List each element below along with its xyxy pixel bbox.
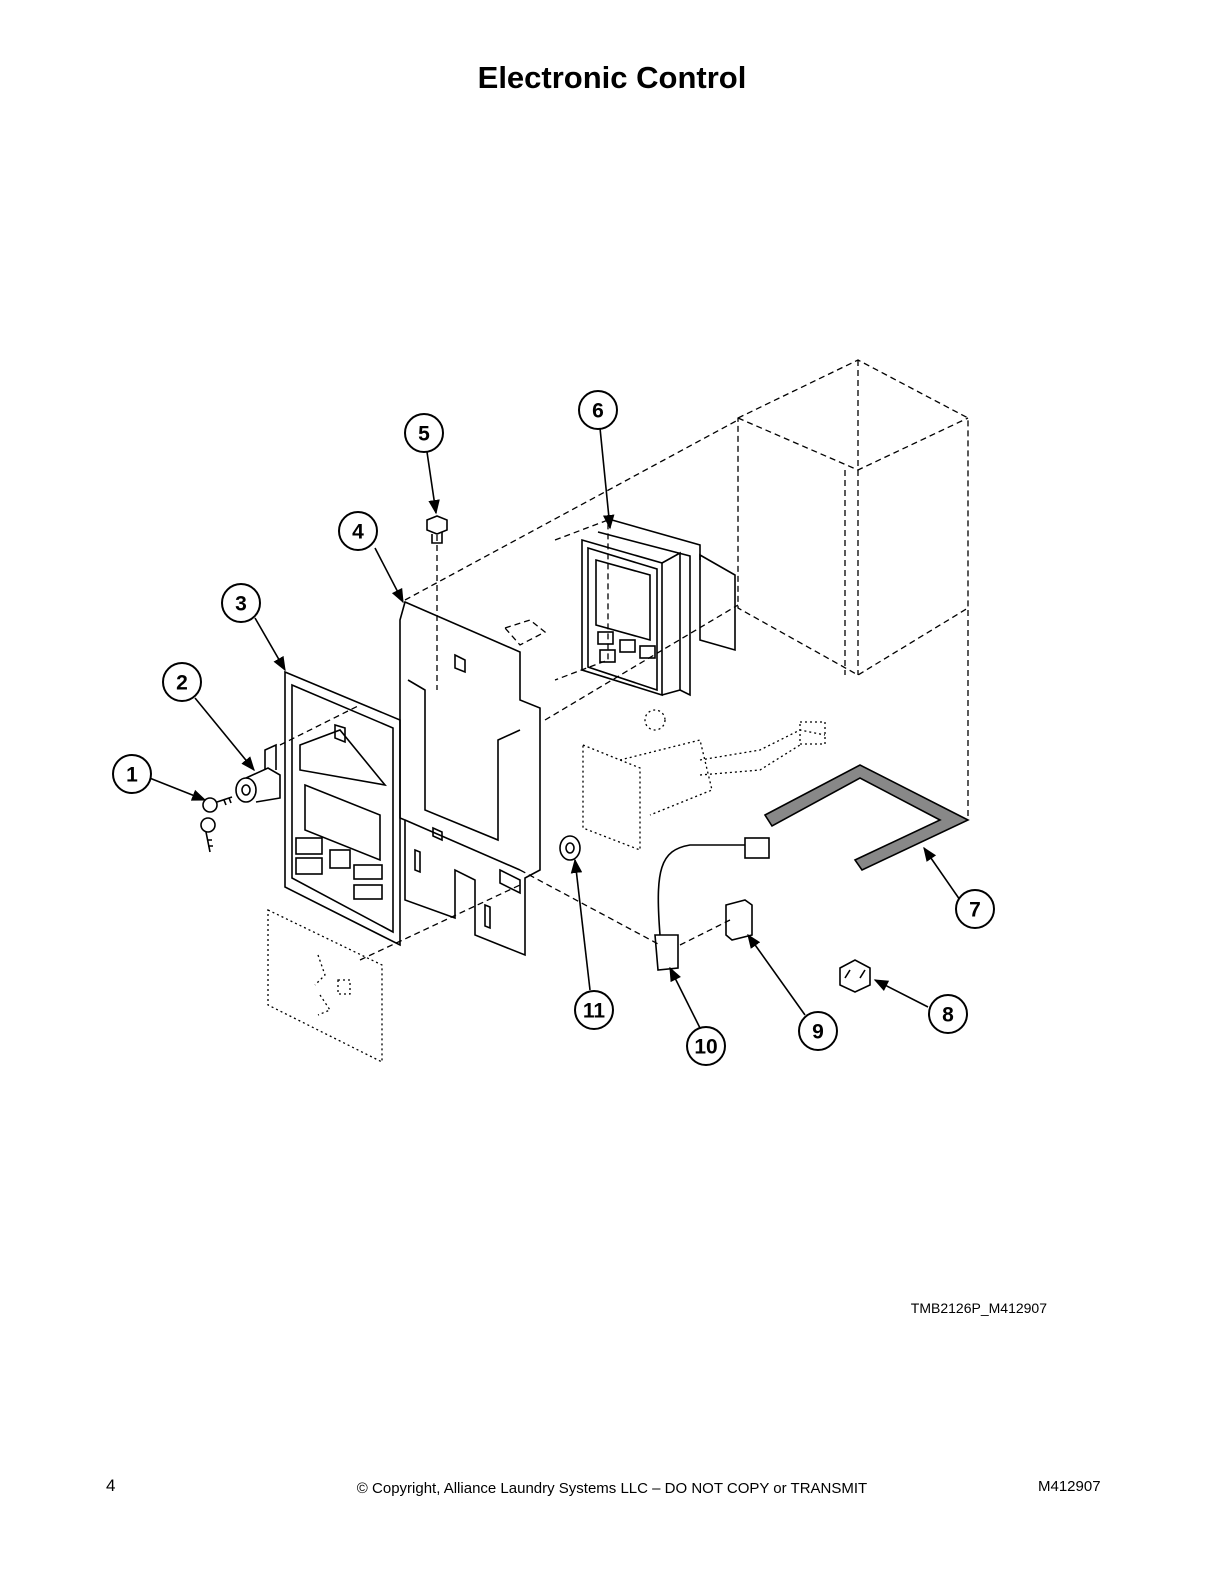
callout-leaders [146,427,961,1029]
svg-text:6: 6 [592,400,604,423]
callout-6: 6 [578,390,618,430]
svg-text:11: 11 [583,1000,606,1023]
svg-text:1: 1 [126,764,138,787]
callout-2: 2 [162,662,202,702]
part-mounting-bracket [399,600,541,957]
part-connector [839,959,871,993]
svg-text:4: 4 [352,521,364,544]
svg-text:5: 5 [418,423,430,446]
part-u-gasket [763,764,970,872]
callout-11: 11 [574,990,614,1030]
callout-3: 3 [221,583,261,623]
part-control-board [554,519,736,697]
cabinet-box-outline [737,359,969,676]
callout-5: 5 [404,413,444,453]
part-keys [200,796,233,853]
svg-text:8: 8 [942,1004,954,1027]
part-front-panel [284,670,401,947]
callout-8: 8 [928,994,968,1034]
copyright-notice: © Copyright, Alliance Laundry Systems LL… [356,1480,868,1497]
page-number: 4 [106,1476,116,1495]
callout-10: 10 [686,1026,726,1066]
part-clip-dashed [503,619,547,646]
part-nut [559,835,581,861]
callout-1: 1 [112,754,152,794]
svg-text:10: 10 [694,1036,717,1059]
callout-9: 9 [798,1011,838,1051]
svg-text:3: 3 [235,593,247,616]
svg-text:2: 2 [176,672,188,695]
part-harness-assembly-dashed [582,709,826,851]
document-number: M412907 [1038,1478,1101,1495]
svg-text:7: 7 [969,899,981,922]
callout-7: 7 [955,889,995,929]
page-title: Electronic Control [477,60,747,95]
drawing-reference: TMB2126P_M412907 [910,1300,1047,1316]
assembly-lines [279,419,969,961]
part-screw [426,515,448,544]
callout-4: 4 [338,511,378,551]
svg-text:9: 9 [812,1021,824,1044]
part-rear-label-dotted [267,908,383,1064]
part-lock [235,743,281,803]
